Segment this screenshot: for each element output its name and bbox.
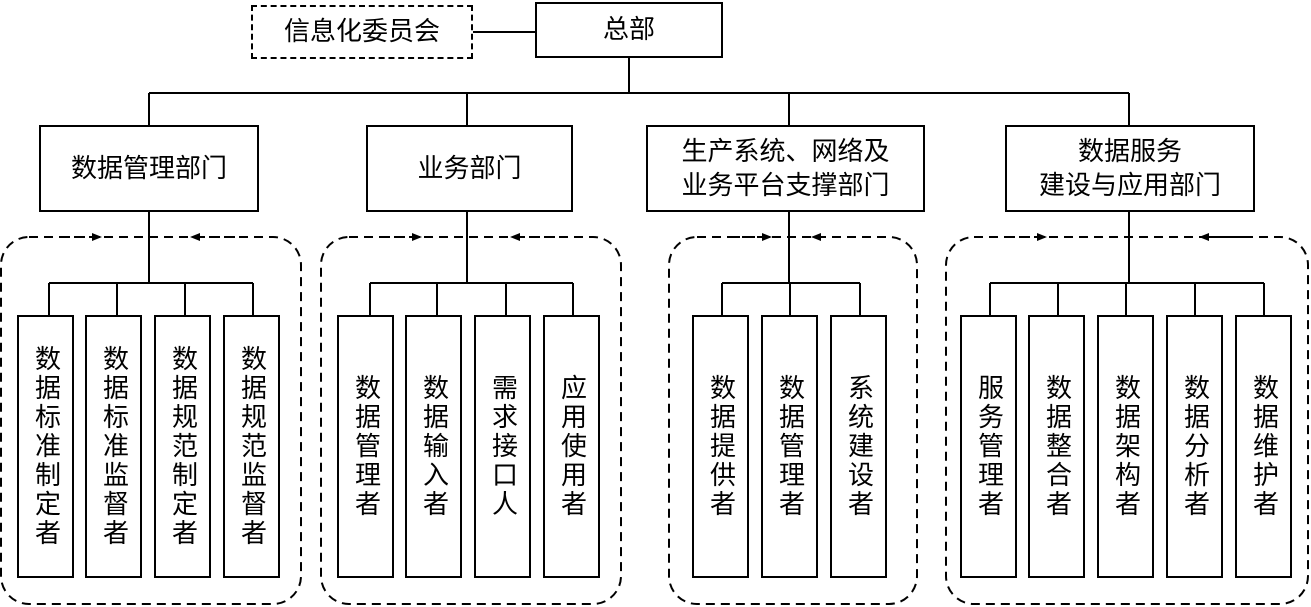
group-4-dashed-frame — [945, 236, 1309, 605]
role-app-user: 应用使用者 — [543, 315, 600, 578]
role-data-architect: 数据架构者 — [1097, 315, 1154, 578]
dept-data-management-label: 数据管理部门 — [70, 153, 227, 184]
group-2-dashed-frame — [320, 236, 622, 605]
dept-data-service-box: 数据服务 建设与应用部门 — [1005, 125, 1255, 212]
dept-production-support-label: 生产系统、网络及 业务平台支撑部门 — [681, 136, 890, 201]
role-label: 系统建设者 — [843, 374, 874, 519]
role-data-standard-supervisor: 数据标准监督者 — [85, 315, 142, 578]
role-data-provider: 数据提供者 — [692, 315, 749, 578]
role-label: 数据规范监督者 — [236, 345, 267, 548]
role-data-input: 数据输入者 — [405, 315, 462, 578]
role-data-analyst: 数据分析者 — [1166, 315, 1223, 578]
role-label: 数据标准监督者 — [98, 345, 129, 548]
role-label: 数据规范制定者 — [167, 345, 198, 548]
role-data-manager: 数据管理者 — [337, 315, 394, 578]
role-service-manager: 服务管理者 — [960, 315, 1017, 578]
role-data-manager-support: 数据管理者 — [761, 315, 818, 578]
info-committee-box: 信息化委员会 — [251, 5, 473, 59]
role-label: 数据整合者 — [1041, 374, 1072, 519]
role-label: 数据维护者 — [1248, 374, 1279, 519]
dept-data-service-label: 数据服务 建设与应用部门 — [1038, 136, 1221, 201]
role-data-spec-supervisor: 数据规范监督者 — [223, 315, 280, 578]
role-label: 数据架构者 — [1110, 374, 1141, 519]
dept-data-management-box: 数据管理部门 — [39, 125, 259, 212]
dept-business-box: 业务部门 — [366, 125, 573, 212]
dept-production-support-box: 生产系统、网络及 业务平台支撑部门 — [646, 125, 925, 212]
role-label: 数据管理者 — [350, 374, 381, 519]
role-label: 需求接口人 — [487, 374, 518, 519]
headquarters-label: 总部 — [602, 15, 655, 45]
dept-business-label: 业务部门 — [417, 153, 522, 184]
role-label: 数据管理者 — [774, 374, 805, 519]
role-requirement-contact: 需求接口人 — [474, 315, 531, 578]
role-data-integrator: 数据整合者 — [1028, 315, 1085, 578]
role-system-builder: 系统建设者 — [830, 315, 887, 578]
role-label: 数据分析者 — [1179, 374, 1210, 519]
group-3-dashed-frame — [668, 236, 918, 605]
role-label: 数据提供者 — [705, 374, 736, 519]
role-label: 应用使用者 — [556, 374, 587, 519]
role-label: 数据输入者 — [418, 374, 449, 519]
role-label: 数据标准制定者 — [30, 345, 61, 548]
info-committee-label: 信息化委员会 — [283, 17, 440, 47]
headquarters-box: 总部 — [535, 2, 723, 58]
role-data-spec-maker: 数据规范制定者 — [154, 315, 211, 578]
group-1-dashed-frame — [0, 236, 302, 605]
role-data-maintainer: 数据维护者 — [1235, 315, 1292, 578]
role-data-standard-maker: 数据标准制定者 — [17, 315, 74, 578]
role-label: 服务管理者 — [973, 374, 1004, 519]
